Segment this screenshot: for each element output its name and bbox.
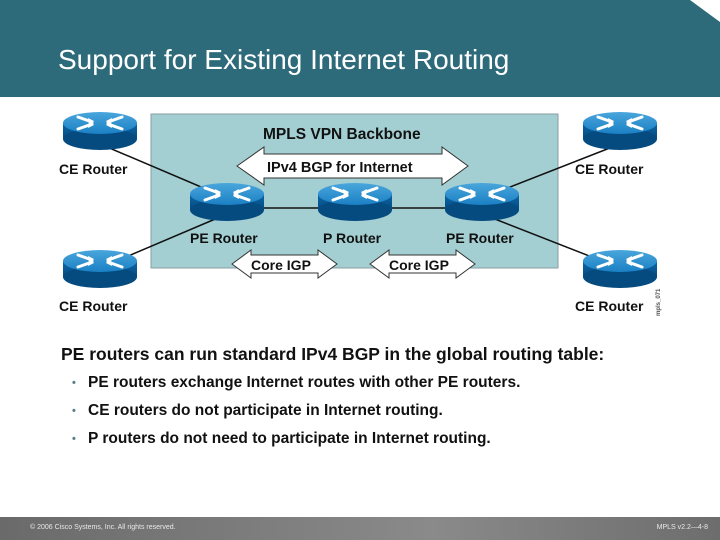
pe-router-right-icon [443,181,521,223]
bullet-item: • CE routers do not participate in Intern… [72,401,520,429]
bgp-arrow [236,146,469,186]
ce-router-top-right-icon [581,110,659,152]
bullet-item: • P routers do not need to participate in… [72,429,520,457]
core-igp-arrow-right [369,249,476,279]
bgp-arrow-label: IPv4 BGP for Internet [267,160,413,176]
bullet-list: • PE routers exchange Internet routes wit… [72,373,520,457]
backbone-label: MPLS VPN Backbone [263,126,421,143]
bullet-dot-icon: • [72,405,76,417]
title-bar-corner [690,0,720,22]
bullet-dot-icon: • [72,433,76,445]
ce-router-top-left-label: CE Router [59,161,128,177]
p-router-label: P Router [323,230,382,246]
slide-title: Support for Existing Internet Routing [58,44,510,75]
main-statement: PE routers can run standard IPv4 BGP in … [61,344,605,364]
course-id: MPLS v2.2—4-8 [656,524,708,531]
copyright-text: © 2006 Cisco Systems, Inc. All rights re… [30,524,176,531]
bullet-text: CE routers do not participate in Interne… [88,402,443,419]
ce-router-top-right-label: CE Router [575,161,644,177]
ce-router-bottom-right-label: CE Router [575,298,644,314]
bullet-dot-icon: • [72,377,76,389]
ce-router-bottom-left-icon [61,248,139,290]
pe-router-left-label: PE Router [190,230,258,246]
pe-router-right-label: PE Router [446,230,514,246]
bullet-text: P routers do not need to participate in … [88,430,491,447]
bullet-item: • PE routers exchange Internet routes wit… [72,373,520,401]
title-bar: Support for Existing Internet Routing [0,0,720,97]
network-diagram: MPLS VPN Backbone IPv4 BGP for Internet … [50,106,670,320]
pe-router-left-icon [188,181,266,223]
core-igp-left-label: Core IGP [251,257,311,273]
ce-router-bottom-right-icon [581,248,659,290]
core-igp-arrow-left [231,249,338,279]
ce-router-bottom-left-label: CE Router [59,298,128,314]
core-igp-right-label: Core IGP [389,257,449,273]
figure-id: mpls_071 [656,288,662,316]
ce-router-top-left-icon [61,110,139,152]
footer-bar: © 2006 Cisco Systems, Inc. All rights re… [0,517,720,540]
p-router-icon [316,181,394,223]
bullet-text: PE routers exchange Internet routes with… [88,374,521,391]
